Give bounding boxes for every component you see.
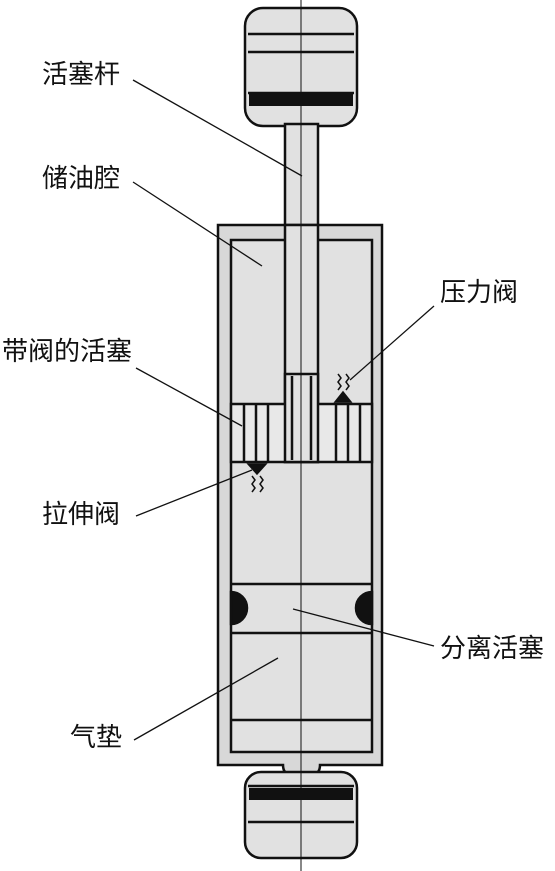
separating-piston [229,582,374,635]
pressure-valve-symbol [333,373,353,403]
leader-rebound-valve [135,469,253,517]
leader-pressure-valve [349,305,435,381]
label-rebound-valve: 拉伸阀 [42,500,121,530]
label-gas-cushion: 气垫 [70,723,123,753]
label-piston-rod: 活塞杆 [42,60,121,90]
rebound-valve-symbol [246,463,268,493]
leader-piston-rod [132,79,303,177]
label-valved-piston: 带阀的活塞 [2,337,133,367]
leader-separating-piston [292,608,435,647]
leader-valved-piston [135,367,243,427]
leader-gas-cushion [133,657,279,741]
label-oil-chamber: 储油腔 [42,164,121,194]
label-separating-piston: 分离活塞 [440,634,545,664]
label-pressure-valve: 压力阀 [440,278,519,308]
leader-oil-chamber [132,181,263,267]
